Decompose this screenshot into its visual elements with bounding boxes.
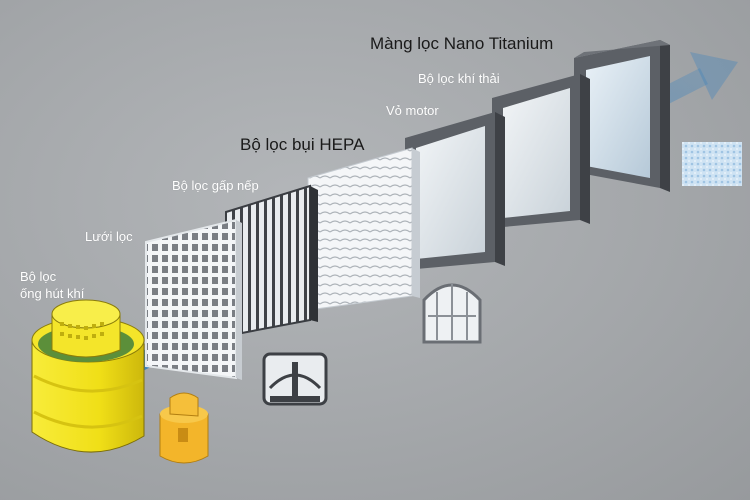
label-hepa-filter: Bộ lọc bụi HEPA: [240, 135, 365, 154]
exhaust-filter-frame: [492, 74, 590, 228]
motor-casing-frame: [405, 112, 505, 270]
label-exhaust-filter: Bộ lọc khí thải: [418, 71, 500, 86]
intake-filter-orange-part: [159, 392, 209, 464]
motor-casing-part: [422, 283, 482, 344]
intake-filter-canister: [31, 299, 145, 453]
label-intake-filter: Bộ lọc ống hút khí: [20, 268, 84, 302]
nano-titanium-frame: [574, 40, 670, 192]
label-intake-filter-line1: Bộ lọc: [20, 269, 57, 284]
label-mesh-filter: Lưới lọc: [85, 229, 133, 244]
nano-membrane-swatch: [682, 142, 742, 186]
mesh-filter: [145, 218, 242, 380]
label-intake-filter-line2: ống hút khí: [20, 286, 85, 301]
label-motor-casing: Vỏ motor: [386, 103, 439, 118]
label-pleated-filter: Bộ lọc gấp nếp: [172, 178, 259, 193]
label-nano-titanium: Màng lọc Nano Titanium: [370, 34, 554, 53]
pleated-filter-housing-part: [262, 352, 328, 406]
hepa-filter: [307, 147, 420, 311]
